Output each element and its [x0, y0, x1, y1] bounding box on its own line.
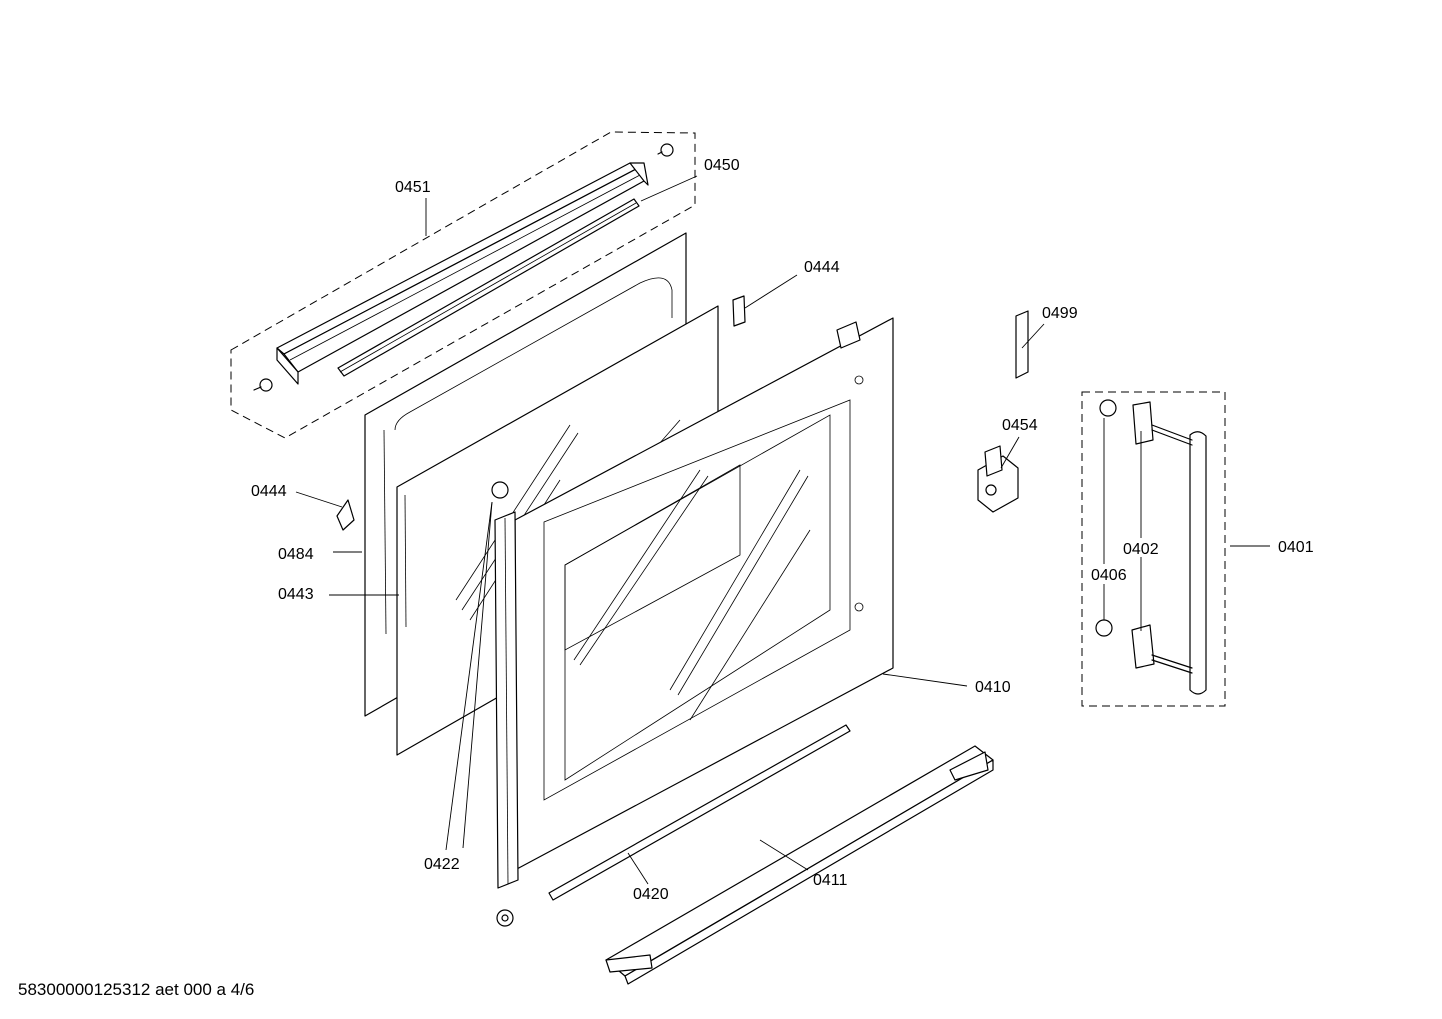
label-sticker: [1015, 310, 1029, 379]
handle-assembly: [1081, 391, 1226, 707]
label-0401: 0401: [1278, 539, 1314, 556]
label-0450: 0450: [704, 157, 740, 174]
label-0499: 0499: [1042, 305, 1078, 322]
top-trim-assembly: [230, 131, 696, 439]
label-0411: 0411: [813, 872, 848, 889]
label-0402: 0402: [1123, 541, 1159, 558]
label-0422: 0422: [424, 856, 460, 873]
label-0484: 0484: [278, 546, 314, 563]
clip-left: [336, 499, 355, 531]
label-0454: 0454: [1002, 417, 1038, 434]
label-0420: 0420: [633, 886, 669, 903]
label-0451: 0451: [395, 179, 431, 196]
label-0444-top: 0444: [804, 259, 840, 276]
label-0444-left: 0444: [251, 483, 287, 500]
bottom-trim-bar: [605, 745, 994, 985]
label-0443: 0443: [278, 586, 314, 603]
leader-lines: [295, 175, 1270, 885]
label-0410: 0410: [975, 679, 1011, 696]
bottom-seal-strip: [548, 724, 851, 901]
label-0406: 0406: [1091, 567, 1127, 584]
hinge-channel: [491, 481, 519, 927]
part-labels: 0451 0450 0444 0499 0454 0444 0484 0443 …: [251, 157, 1314, 903]
document-id: 58300000125312 aet 000 a 4/6: [18, 980, 255, 999]
outer-door-glass: [514, 317, 894, 871]
handle-bracket: [977, 445, 1019, 513]
clip-top: [732, 295, 746, 327]
